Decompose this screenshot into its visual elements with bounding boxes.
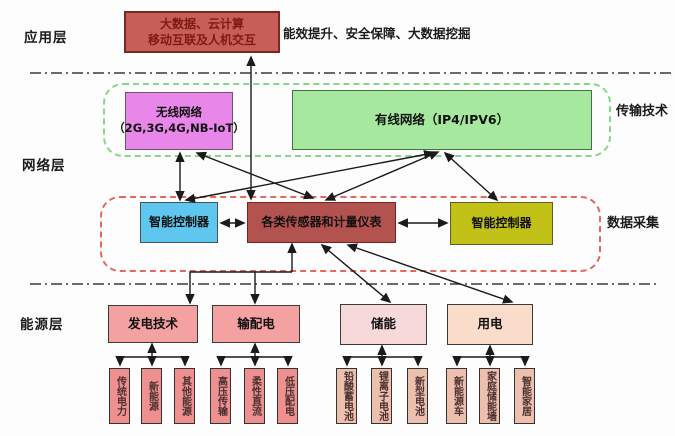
sub-box-lithium-battery: 锂离子电池	[371, 368, 392, 424]
sub-box-new-energy: 新能源	[141, 368, 162, 424]
wireless-network-box: 无线网络 （2G,3G,4G,NB-IoT）	[113, 92, 245, 150]
network-layer-label: 网络层	[22, 158, 66, 174]
energy-layer-label: 能源层	[20, 317, 64, 333]
sub-box-new-battery: 新型电池	[407, 368, 428, 424]
generation-box: 发电技术	[108, 305, 198, 343]
sub-box-lead-acid-battery: 铅酸蓄电池	[336, 368, 357, 424]
bigdata-box-line1: 大数据、云计算	[159, 16, 244, 31]
sensors-meters-box: 各类传感器和计量仪表	[247, 202, 396, 243]
storage-label: 储能	[370, 316, 396, 332]
sub-box-other-energy: 其他能源	[174, 368, 195, 424]
intelligent-controller-right-box: 智能控制器	[450, 202, 553, 245]
transmission-distribution-box: 输配电	[212, 305, 300, 343]
sensors-label: 各类传感器和计量仪表	[261, 215, 382, 230]
sub-box-traditional-power: 传统电力	[109, 368, 130, 424]
consumption-label: 用电	[477, 316, 503, 332]
controller-right-label: 智能控制器	[471, 216, 532, 231]
wired-network-box: 有线网络（IP4/IPV6）	[292, 90, 592, 150]
data-collection-group-label: 数据采集	[607, 216, 660, 231]
generation-label: 发电技术	[127, 315, 178, 331]
application-layer-label: 应用层	[24, 30, 68, 46]
sub-box-ev: 新能源车	[446, 368, 467, 424]
benefits-text: 能效提升、安全保障、大数据挖掘	[283, 26, 471, 41]
controller-left-label: 智能控制器	[148, 215, 209, 230]
wired-box-label: 有线网络（IP4/IPV6）	[374, 111, 510, 127]
sub-box-flexible-dc: 柔性直流	[244, 368, 265, 424]
wireless-box-line2: （2G,3G,4G,NB-IoT）	[113, 121, 245, 135]
sub-box-home-storage-wall: 家庭储能墙	[479, 368, 500, 424]
energy-storage-box: 储能	[340, 304, 427, 345]
sub-box-smart-home: 智能家居	[514, 368, 535, 424]
bigdata-cloud-box: 大数据、云计算 移动互联及人机交互	[124, 11, 280, 53]
transmission-group-label: 传输技术	[616, 104, 669, 119]
intelligent-controller-left-box: 智能控制器	[140, 202, 218, 243]
sub-box-lv-distribution: 低压配电	[277, 368, 298, 424]
sub-box-hv-transmission: 高压传输	[210, 368, 231, 424]
electricity-use-box: 用电	[447, 304, 533, 345]
bigdata-box-line2: 移动互联及人机交互	[147, 33, 256, 47]
transmission-label: 输配电	[237, 315, 275, 331]
wireless-box-line1: 无线网络	[156, 105, 202, 120]
